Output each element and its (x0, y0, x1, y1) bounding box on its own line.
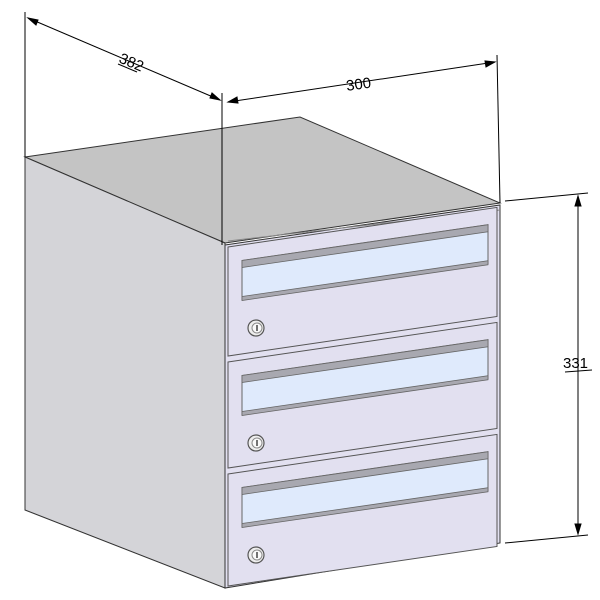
mailbox-door[interactable] (227, 206, 498, 357)
slot-flap-bottom (241, 375, 489, 416)
mailbox-door[interactable] (227, 321, 498, 469)
slot-flap-top (241, 339, 489, 383)
slot-flap-top (241, 224, 489, 268)
slot-flap-bottom (241, 487, 489, 528)
doors (227, 206, 498, 587)
slot-flap-top (241, 451, 489, 495)
slot-flap-bottom (241, 260, 489, 301)
width-dimension-label: 300 (345, 75, 372, 95)
mailbox-door[interactable] (227, 433, 498, 587)
dimension-lines (24, 12, 593, 544)
height-dimension-label: 331 (563, 355, 588, 372)
depth-dimension-label: 382 (116, 50, 146, 75)
